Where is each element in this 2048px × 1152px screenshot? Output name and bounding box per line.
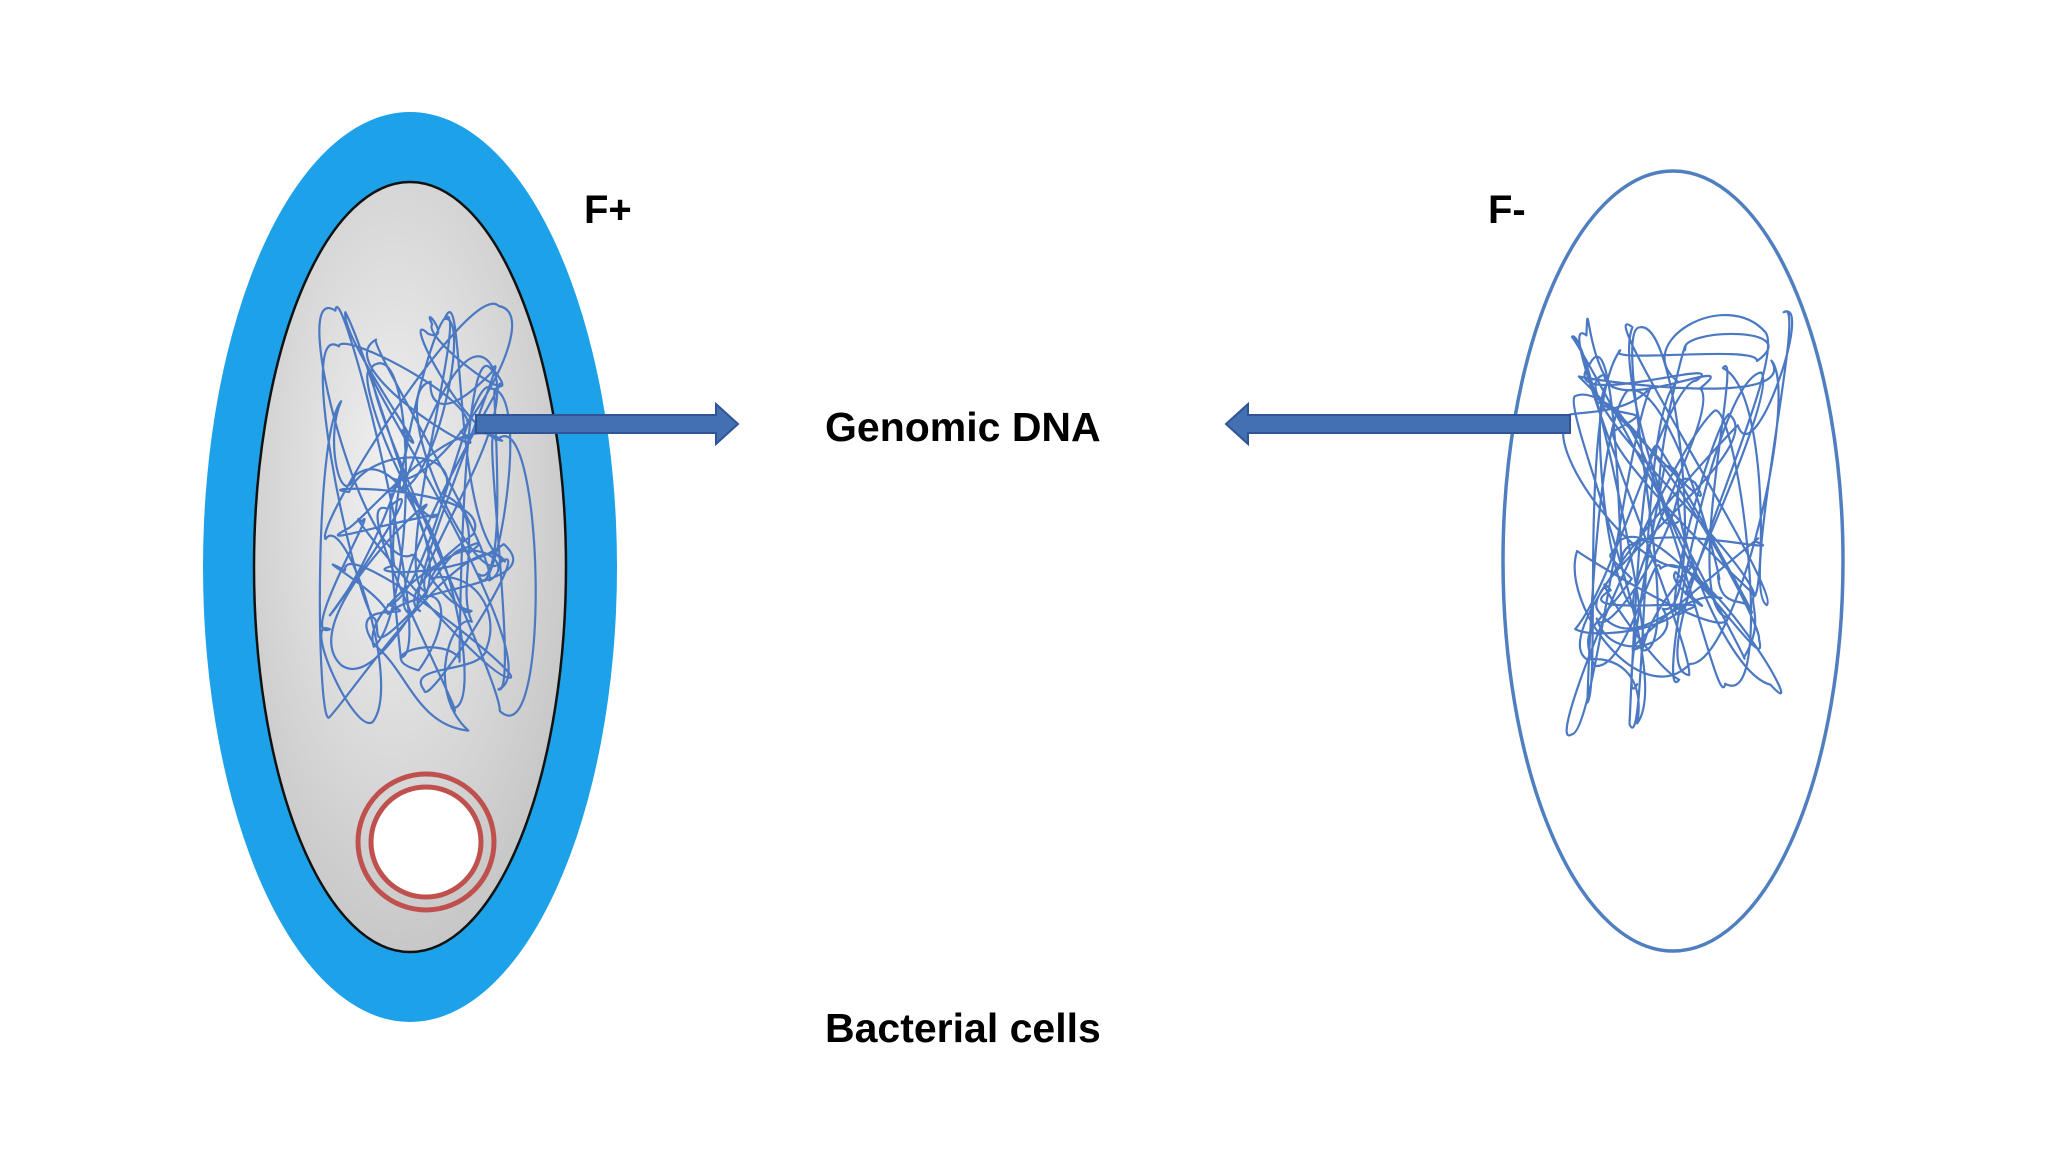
f-plasmid-ring-icon <box>355 771 497 913</box>
bacterial-cells-label: Bacterial cells <box>825 1005 1101 1051</box>
f-plus-label: F+ <box>584 188 632 232</box>
f-minus-genomic-dna <box>1562 310 1794 737</box>
genomic-dna-label: Genomic DNA <box>825 404 1101 450</box>
f-minus-cell-outline <box>1501 169 1845 953</box>
arrow-left-icon <box>1224 401 1571 447</box>
arrow-right-icon <box>475 401 740 447</box>
f-minus-label: F- <box>1488 188 1526 232</box>
f-minus-cell <box>1501 169 1845 953</box>
f-plus-genomic-dna <box>318 302 537 732</box>
f-plus-cell <box>203 112 617 1022</box>
